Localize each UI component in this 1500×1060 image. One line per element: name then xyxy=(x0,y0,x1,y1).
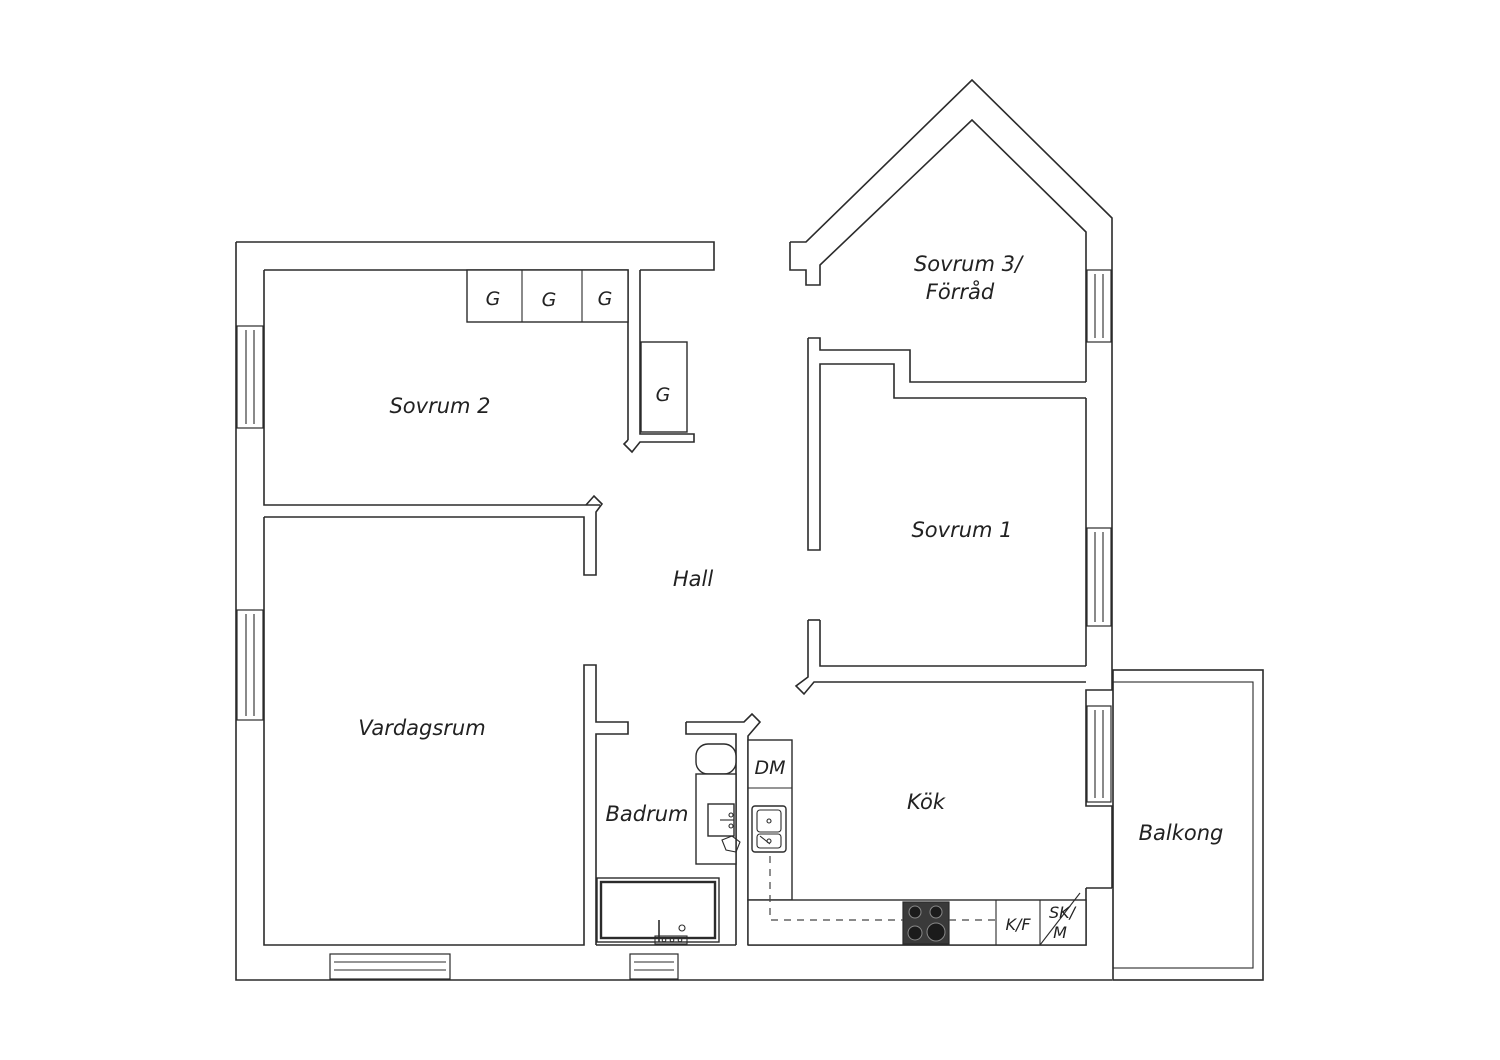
wardrobe-label: G xyxy=(656,384,671,406)
kitchen-sink xyxy=(751,805,787,853)
bathtub xyxy=(596,877,720,943)
window-vardagsrum-bottom xyxy=(329,953,451,980)
fridge-freezer-label: K/F xyxy=(1005,915,1031,934)
cabinet-label-line1: SK/ xyxy=(1049,903,1077,922)
bathroom-fixtures xyxy=(596,743,741,945)
window-kok xyxy=(1086,705,1112,803)
window-sovrum3 xyxy=(1086,269,1112,343)
room-label-kok: Kök xyxy=(907,790,946,814)
wardrobe-label: G xyxy=(486,288,501,310)
room-label-sovrum3: Sovrum 3/ xyxy=(914,252,1024,276)
wardrobe-hall xyxy=(640,341,688,433)
room-label-forrad: Förråd xyxy=(926,279,995,304)
windows xyxy=(236,269,1112,980)
room-label-vardagsrum: Vardagsrum xyxy=(358,716,485,740)
room-label-sovrum2: Sovrum 2 xyxy=(389,394,490,418)
wardrobes: G G G G xyxy=(466,269,688,433)
window-sovrum2 xyxy=(236,325,264,429)
wardrobe-row xyxy=(466,269,629,323)
room-label-hall: Hall xyxy=(673,567,713,591)
dishwasher-label: DM xyxy=(754,757,785,779)
balcony xyxy=(1112,669,1264,981)
window-badrum xyxy=(629,953,679,980)
room-label-badrum: Badrum xyxy=(605,802,688,826)
wardrobe-label: G xyxy=(598,288,613,310)
window-vardagsrum-left xyxy=(236,609,264,721)
toilet xyxy=(695,743,737,775)
kitchen-fixtures: DM K/F SK/ M xyxy=(747,739,1087,946)
cabinet-label-line2: M xyxy=(1053,923,1067,942)
room-labels: Sovrum 3/ Förråd Sovrum 2 Sovrum 1 Hall … xyxy=(358,252,1223,845)
room-label-balkong: Balkong xyxy=(1139,821,1224,845)
window-sovrum1 xyxy=(1086,527,1112,627)
wardrobe-label: G xyxy=(542,289,557,311)
room-label-sovrum1: Sovrum 1 xyxy=(911,518,1012,542)
mixer-tap xyxy=(721,835,741,853)
